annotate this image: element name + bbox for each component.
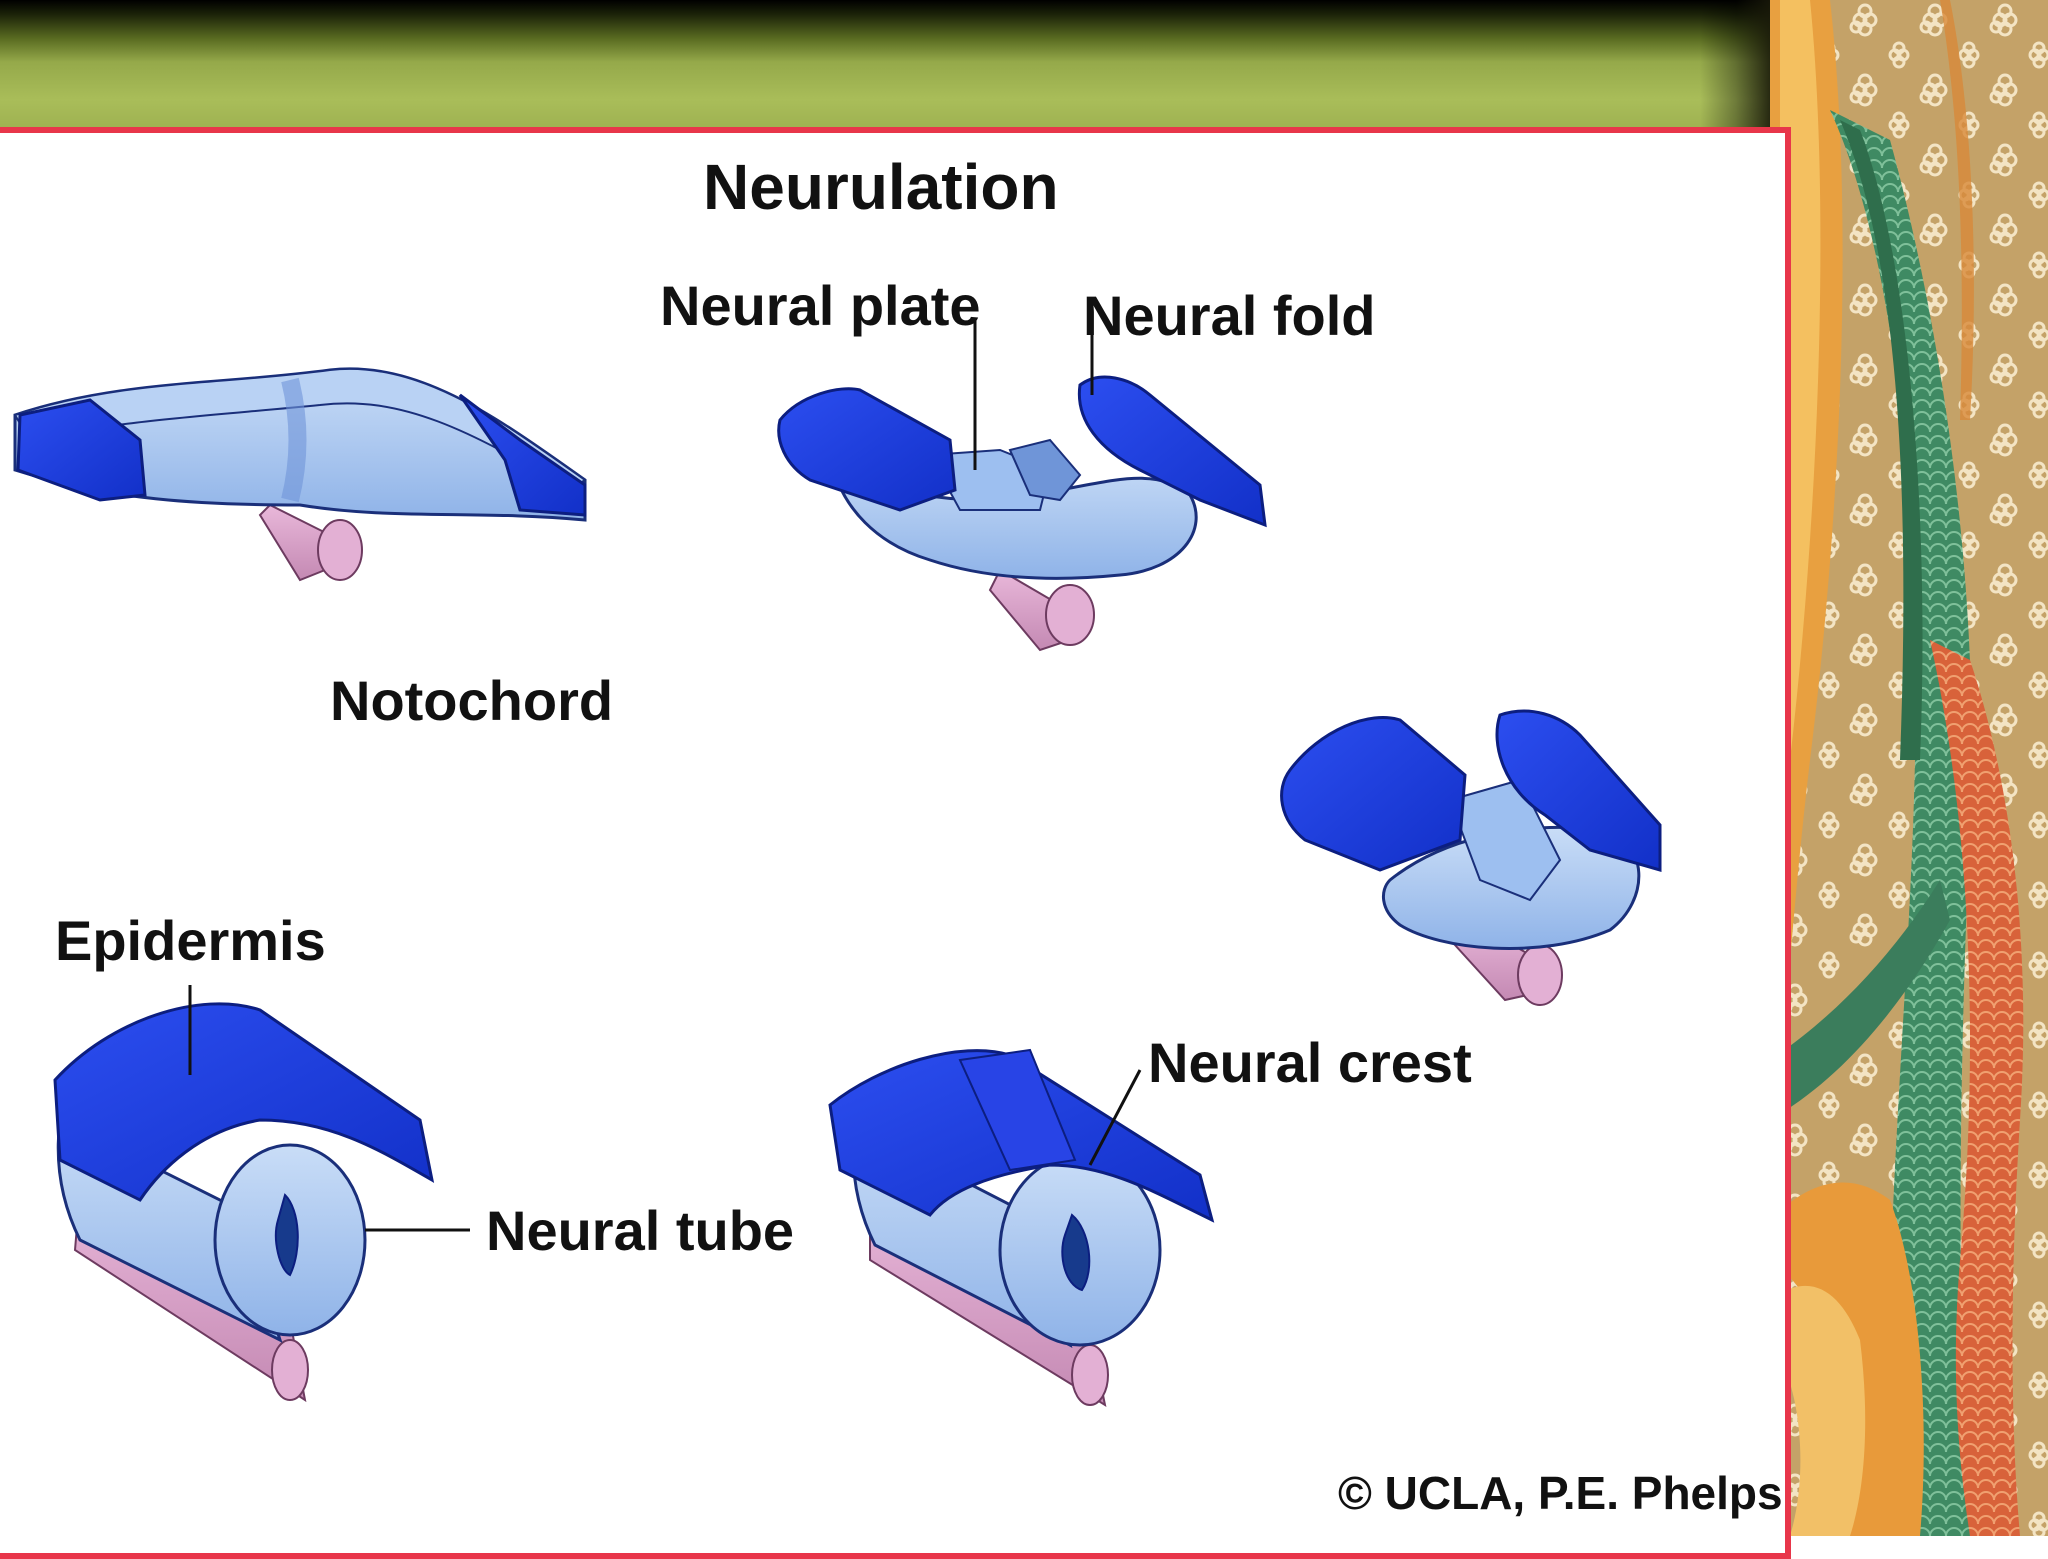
label-notochord: Notochord — [330, 669, 614, 732]
title-banner — [0, 0, 1790, 133]
neural-tube-stage — [53, 985, 470, 1403]
label-neural-plate: Neural plate — [660, 274, 981, 337]
label-neural-crest: Neural crest — [1148, 1031, 1472, 1094]
flat-neural-plate-stage — [13, 367, 587, 582]
notochord-rod — [258, 503, 363, 582]
neural-crest-stage — [828, 1048, 1215, 1408]
copyright-credit: © UCLA, P.E. Phelps — [1338, 1467, 1783, 1519]
floral-pattern-graphic — [1770, 0, 2048, 1536]
neurulation-diagram — [13, 320, 1662, 1408]
label-neural-tube: Neural tube — [486, 1199, 795, 1262]
neural-fold-stage — [777, 320, 1267, 652]
neural-groove-stage — [1280, 709, 1662, 1006]
label-epidermis: Epidermis — [55, 909, 326, 972]
diagram-title: Neurulation — [703, 151, 1059, 223]
label-neural-fold: Neural fold — [1083, 284, 1376, 347]
decorative-side-panel — [1770, 0, 2048, 1536]
notochord-rod — [988, 568, 1095, 652]
